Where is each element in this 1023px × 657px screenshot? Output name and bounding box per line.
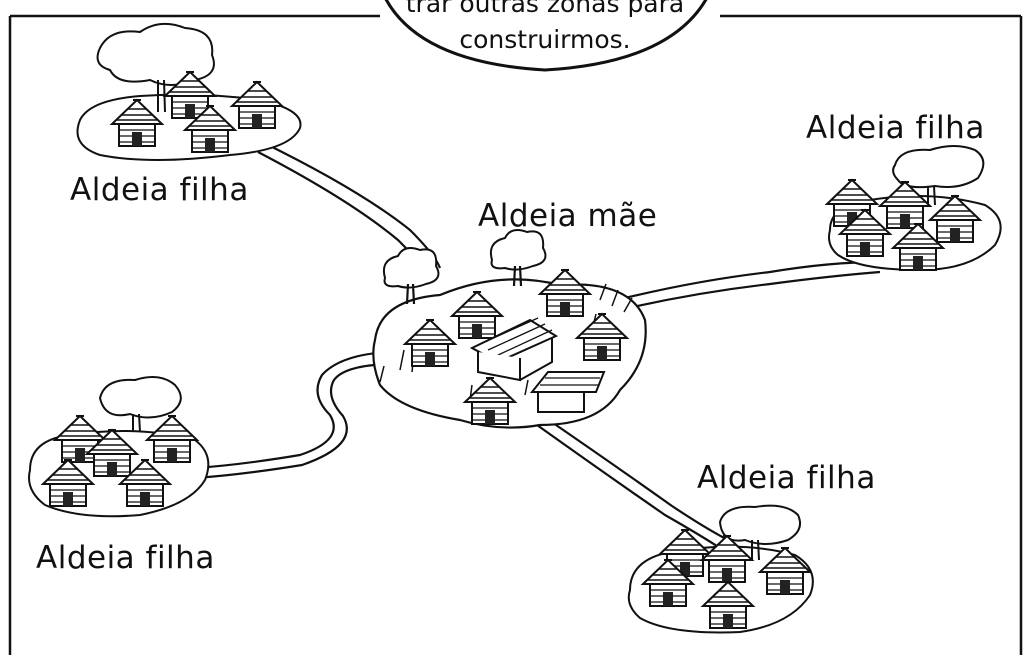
label-daughter-village-top-right: Aldeia filha	[806, 110, 985, 146]
label-mother-village: Aldeia mãe	[478, 198, 658, 234]
speech-bubble	[384, 0, 708, 72]
panel-frame	[8, 14, 1023, 655]
daughter-village-top-left	[96, 22, 283, 153]
daughter-village-top-right	[826, 145, 985, 271]
paths	[194, 141, 881, 549]
speech-bubble-line-1: trar outras zonas para	[405, 0, 685, 18]
daughter-village-bottom-right	[642, 504, 811, 629]
daughter-village-bottom-left	[42, 375, 198, 507]
label-daughter-village-top-left: Aldeia filha	[70, 172, 249, 208]
speech-bubble-text: trar outras zonas para construirmos.	[405, 0, 685, 58]
label-daughter-village-bottom-right: Aldeia filha	[697, 460, 876, 496]
label-daughter-village-bottom-left: Aldeia filha	[36, 540, 215, 576]
speech-bubble-line-2: construirmos.	[459, 25, 631, 54]
mother-village	[382, 228, 628, 425]
